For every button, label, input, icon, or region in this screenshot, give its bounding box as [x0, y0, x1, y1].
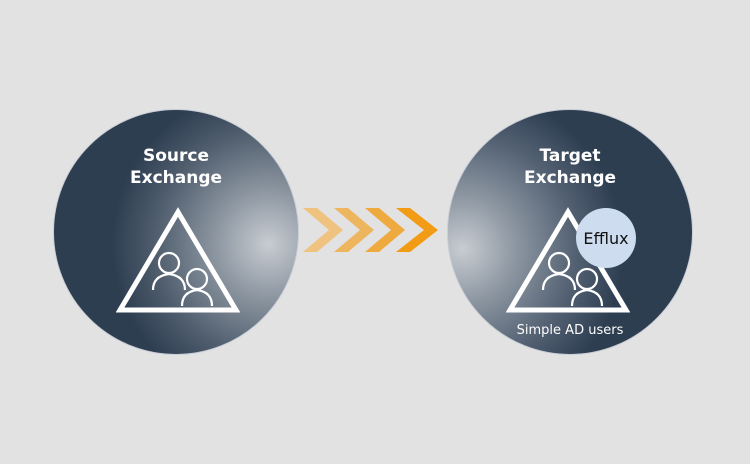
chevron-right-icon — [334, 208, 374, 252]
chevron-right-icon — [303, 208, 343, 252]
chevron-right-icon — [365, 208, 405, 252]
target-exchange-node: Target Exchange Efflux Simple AD users — [447, 109, 693, 355]
source-title: Source Exchange — [129, 146, 223, 188]
chevron-right-icon — [396, 208, 438, 252]
migration-arrows — [303, 208, 438, 252]
target-caption: Simple AD users — [516, 323, 624, 338]
efflux-badge: Efflux — [576, 208, 636, 268]
target-title: Target Exchange — [523, 146, 617, 188]
users-triangle-icon — [116, 207, 240, 313]
source-exchange-node: Source Exchange — [53, 109, 299, 355]
